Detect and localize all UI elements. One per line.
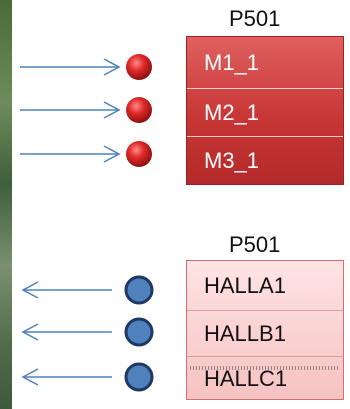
input-pin-hallb: HALLB1 — [187, 311, 343, 357]
input-arrow-2 — [21, 323, 112, 341]
output-pin-dot-2 — [126, 97, 152, 123]
output-pin-m1: M1_1 — [187, 37, 343, 89]
input-row-divider-hatch — [190, 366, 340, 370]
input-pin-dot-3 — [124, 362, 154, 392]
input-pin-dot-1 — [124, 275, 154, 305]
input-pin-dot-2 — [124, 317, 154, 347]
output-pin-block: M1_1 M2_1 M3_1 — [186, 36, 344, 185]
input-arrow-1 — [21, 281, 112, 299]
input-block-title: P501 — [229, 232, 281, 257]
output-arrow-2 — [20, 101, 121, 119]
output-pin-dot-1 — [126, 54, 152, 80]
output-arrow-1 — [20, 58, 121, 76]
input-pin-hallc: HALLC1 — [204, 366, 288, 391]
input-pin-halla: HALLA1 — [187, 261, 343, 311]
output-block-title: P501 — [229, 6, 281, 31]
output-pin-dot-3 — [126, 141, 152, 167]
background-edge-strip — [0, 0, 12, 409]
output-pin-m3: M3_1 — [204, 148, 260, 173]
input-pin-block: HALLA1 HALLB1 HALLC1 — [186, 260, 344, 400]
output-pin-m2: M2_1 — [187, 89, 343, 137]
input-arrow-3 — [21, 368, 112, 386]
output-arrow-3 — [20, 145, 121, 163]
